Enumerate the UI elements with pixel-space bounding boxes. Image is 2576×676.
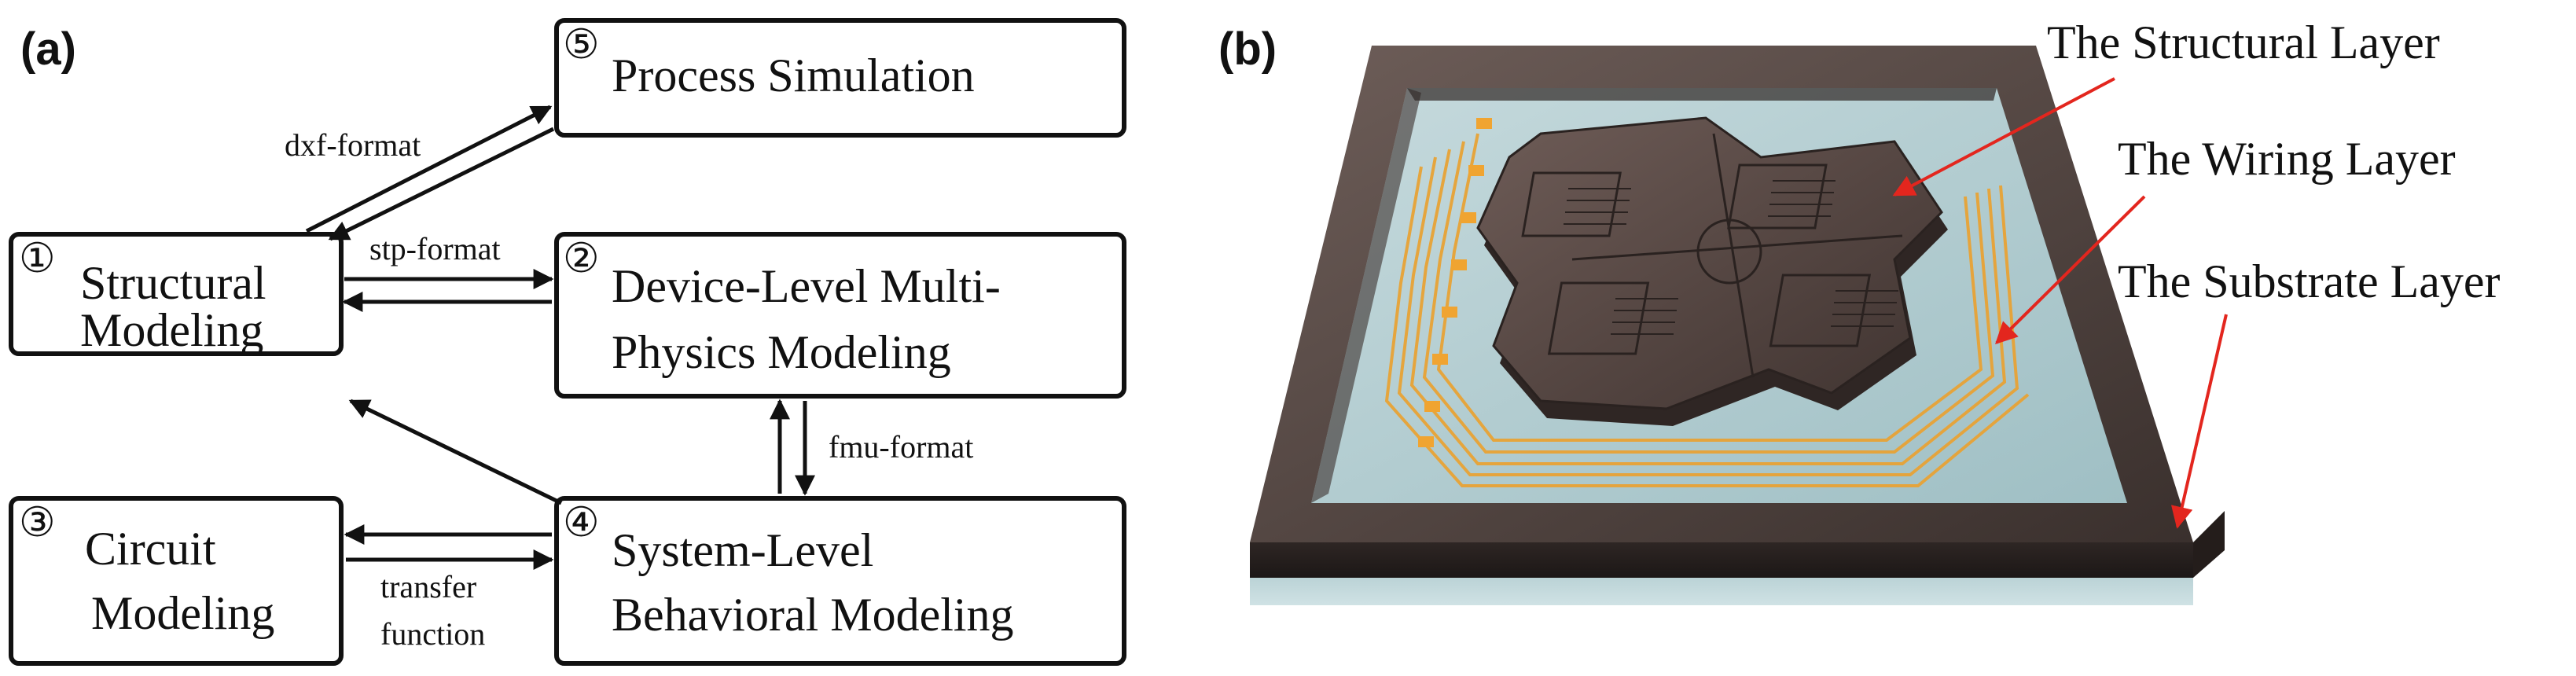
frame-inner-left-wall [1311,88,1421,503]
edge-label-fmu: fmu-format [829,429,973,465]
circuit-modeling-box: ③ Circuit Modeling [9,496,344,666]
system-label-line1: System-Level [612,524,873,576]
structural-layer-label: The Structural Layer [2047,17,2440,68]
box-number-4: ④ [563,501,600,546]
bond-pads [1418,118,1492,447]
structural-chip [1476,116,1948,426]
arrow-structural-to-process [305,105,553,233]
mems-device-illustration [1250,46,2225,605]
wiring-layer-label: The Wiring Layer [2118,133,2456,185]
device-modeling-box: ② Device-Level Multi- Physics Modeling [554,232,1126,399]
device-label-line1: Device-Level Multi- [612,260,1001,312]
callout-arrow-wiring [1995,195,2146,344]
structural-label-line1: Structural [80,257,266,309]
substrate-layer-label: The Substrate Layer [2118,255,2500,307]
edge-label-stp: stp-format [369,231,501,266]
arrow-process-to-structural [328,127,555,241]
callout-arrows [1892,77,2228,529]
circuit-label-line1: Circuit [85,523,216,575]
box-number-2: ② [563,237,600,281]
panel-a-arrows [305,105,815,570]
callout-arrow-structural [1892,77,2115,197]
process-simulation-label: Process Simulation [612,50,975,101]
box-number-1: ① [19,237,56,281]
edge-label-transfer-line1: transfer [380,569,476,604]
system-modeling-box: ④ System-Level Behavioral Modeling [554,496,1126,666]
wiring-traces [1384,133,2030,487]
process-simulation-box: ⑤ Process Simulation [554,18,1126,138]
structural-label-line2: Modeling [80,304,263,356]
arrow-system-to-structural [348,399,563,505]
edge-label-dxf: dxf-format [285,127,421,163]
box-number-3: ③ [19,501,56,546]
edge-label-transfer-line2: function [380,616,485,652]
callout-arrow-substrate [2170,314,2228,529]
frame-inner-top-wall [1407,88,1997,101]
structural-modeling-box: ① Structural Modeling [9,232,344,356]
circuit-label-line2: Modeling [91,587,274,639]
frame-right-face [2193,511,2225,578]
system-label-line2: Behavioral Modeling [612,589,1014,641]
panel-a-label: (a) [20,24,76,75]
device-label-line2: Physics Modeling [612,326,951,378]
frame-front-face [1250,542,2193,578]
panel-b-label: (b) [1218,24,1277,75]
box-number-5: ⑤ [563,23,600,68]
